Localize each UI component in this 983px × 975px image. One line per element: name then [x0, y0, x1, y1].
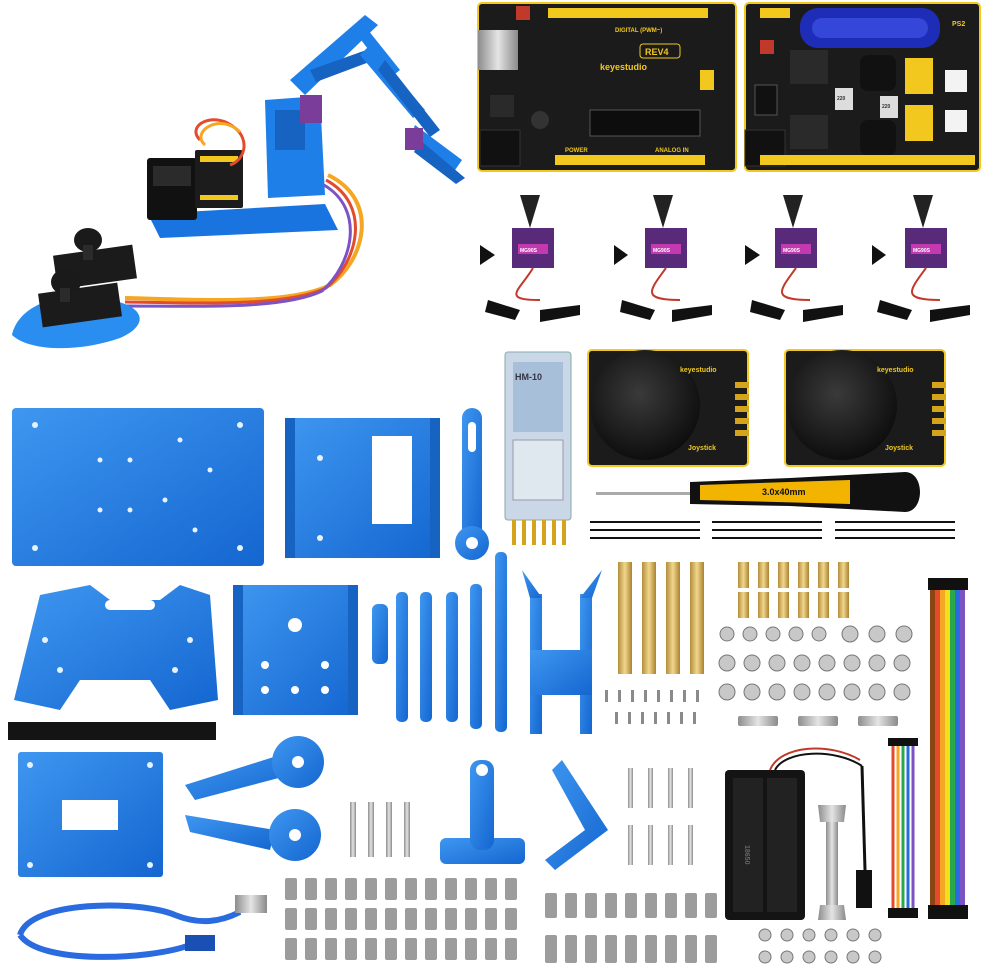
- jumper-wires-short: [888, 738, 918, 918]
- cable-ties: [590, 521, 955, 539]
- ps2-label: PS2: [952, 21, 965, 28]
- acrylic-fork-piece: [522, 570, 602, 734]
- servo-motor: MG90S: [614, 195, 712, 322]
- board-brand-text: keyestudio: [600, 62, 648, 72]
- regulator-label-2: 220: [882, 104, 891, 110]
- acrylic-triangle-piece: [545, 760, 608, 870]
- usb-cable: [17, 895, 267, 960]
- brass-standoffs-short: [738, 562, 849, 618]
- servo-model-label: MG90S: [783, 248, 801, 254]
- acrylic-gripper-claws: [185, 736, 324, 861]
- servo-model-label: MG90S: [653, 248, 671, 254]
- power-label: POWER: [565, 148, 588, 154]
- regulator-label-1: 220: [837, 96, 846, 102]
- main-controller-board: keyestudio REV4 DIGITAL (PWM~) POWER ANA…: [477, 2, 737, 172]
- servo-header: [905, 58, 933, 94]
- wrench: [818, 805, 846, 920]
- screwdriver: 3.0x40mm: [596, 472, 920, 512]
- brass-standoffs-long: [618, 562, 704, 674]
- analog-label: ANALOG IN: [655, 148, 689, 154]
- board-revision-text: REV4: [645, 47, 669, 57]
- arm-servo: [300, 95, 322, 123]
- acrylic-u-bracket: [233, 585, 358, 715]
- joystick-knob: [787, 350, 897, 460]
- acrylic-t-mount: [440, 760, 525, 864]
- arm-upper-link: [290, 15, 378, 95]
- acrylic-strips: [372, 552, 507, 732]
- analog-header: [555, 155, 705, 165]
- foam-strip: [8, 722, 216, 740]
- arm-joystick-knob: [74, 228, 102, 252]
- shield-board: PS2 220 220: [744, 2, 981, 172]
- servo-motor: MG90S: [480, 195, 580, 322]
- jumper-wires-ribbon: [928, 578, 968, 919]
- mcu-chip: [589, 109, 701, 137]
- joystick-module: keyestudio Joystick: [587, 349, 749, 467]
- nuts-and-washers: [718, 625, 913, 701]
- acrylic-servo-bracket: [285, 418, 440, 558]
- battery-cell-label: 18650: [743, 845, 750, 865]
- dc-plug: [856, 870, 872, 908]
- joystick-knob: [590, 350, 700, 460]
- acrylic-controller-plate: [14, 585, 218, 710]
- servo-motor: MG90S: [872, 195, 970, 322]
- servo-model-label: MG90S: [913, 248, 931, 254]
- dc-jack: [479, 129, 521, 167]
- bluetooth-label: HM-10: [515, 372, 542, 382]
- horizontal-screws: [738, 716, 898, 726]
- regulator-chip: [790, 50, 828, 84]
- small-nuts: [758, 928, 882, 964]
- acrylic-small-plate: [18, 752, 163, 877]
- long-screws: [350, 802, 410, 857]
- digital-header: [548, 8, 708, 18]
- joystick-brand: keyestudio: [680, 367, 717, 374]
- screwdriver-shaft: [596, 492, 696, 495]
- acrylic-link-arm: [455, 408, 489, 560]
- joystick-brand: keyestudio: [877, 367, 914, 374]
- digital-label: DIGITAL (PWM~): [615, 28, 662, 34]
- small-screws: [605, 690, 699, 724]
- medium-screws: [628, 768, 693, 865]
- inductor: [860, 55, 896, 91]
- acrylic-base-plate: [12, 408, 264, 566]
- servo-model-label: MG90S: [520, 248, 538, 254]
- reset-button: [516, 6, 530, 20]
- battery-holder: 18650: [725, 747, 872, 920]
- assembled-robot-arm: [12, 15, 465, 349]
- bluetooth-module: HM-10: [504, 351, 572, 545]
- joystick-name: Joystick: [688, 445, 716, 452]
- usb-port: [478, 30, 518, 70]
- bulk-screws: [285, 878, 717, 963]
- screwdriver-size-label: 3.0x40mm: [762, 487, 806, 497]
- servo-motor: MG90S: [745, 195, 843, 322]
- joystick-name: Joystick: [885, 445, 913, 452]
- joystick-module: keyestudio Joystick: [784, 349, 946, 467]
- servo-motors: MG90S MG90S MG90S: [480, 195, 970, 322]
